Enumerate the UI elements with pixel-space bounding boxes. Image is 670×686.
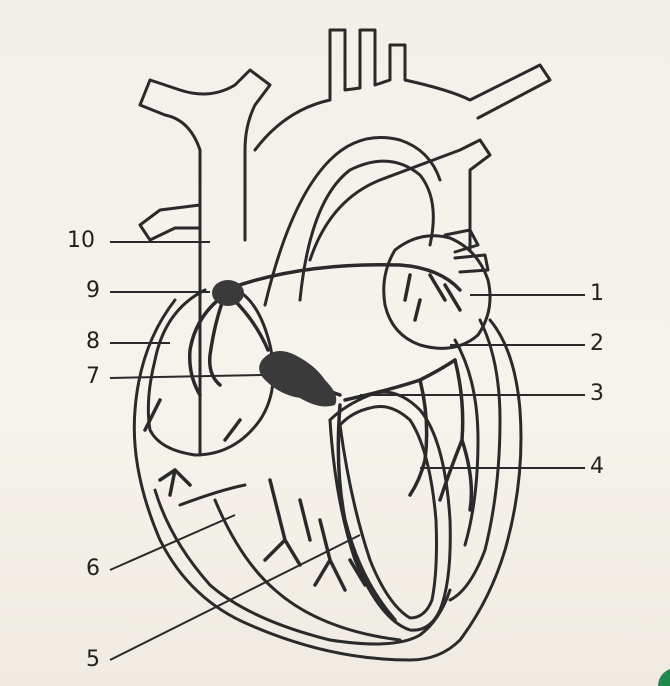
internodal-path-1 [210,295,225,385]
bachmann-bundle [225,265,460,290]
label-5: 5 [86,649,100,671]
left-ventricle-wall [450,320,500,600]
septum-inner [340,407,437,619]
label-1: 1 [590,283,604,305]
label-3: 3 [590,383,604,405]
aorta-descending [265,138,440,306]
label-6: 6 [86,558,100,580]
leader-7 [110,375,262,378]
label-2: 2 [590,333,604,355]
pulmonary-trunk [310,140,490,260]
label-10: 10 [67,230,95,252]
aortic-arch [255,30,550,150]
superior-vena-cava [140,70,270,455]
label-9: 9 [86,280,100,302]
corner-mark-icon [658,668,670,686]
right-ventricle-wall [180,485,400,640]
label-7: 7 [86,366,100,388]
sinoatrial-node [212,280,244,306]
label-8: 8 [86,331,100,353]
left-branch [140,205,200,240]
aorta-inner [300,161,433,300]
left-atrium [384,236,490,349]
label-4: 4 [590,456,604,478]
